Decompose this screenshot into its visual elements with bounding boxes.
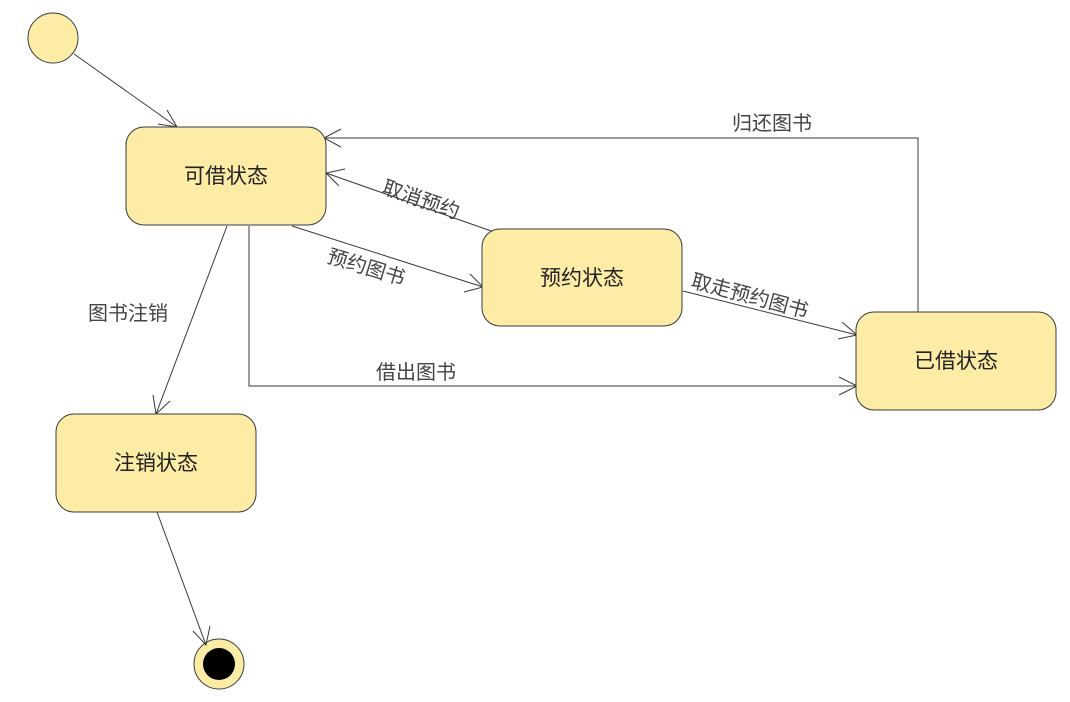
transition-initial-to-available <box>73 53 178 128</box>
state-reserved: 预约状态 <box>481 228 683 327</box>
transition-cancelled-to-final <box>156 511 211 647</box>
initial-state <box>27 12 79 64</box>
state-label-borrowed: 已借状态 <box>914 349 998 373</box>
transition-label-deregister-book: 图书注销 <box>88 301 168 325</box>
transition-label-cancel-reservation: 取消预约 <box>379 175 462 224</box>
state-available: 可借状态 <box>125 126 327 226</box>
state-borrowed: 已借状态 <box>855 311 1057 411</box>
transition-label-reserve-book: 预约图书 <box>325 244 409 290</box>
transition-label-return-book: 归还图书 <box>732 111 812 135</box>
transition-label-borrow-book: 借出图书 <box>376 360 456 384</box>
state-cancelled: 注销状态 <box>55 413 257 513</box>
transition-label-pickup-reserved-book: 取走预约图书 <box>689 269 811 323</box>
final-state <box>193 638 245 690</box>
state-label-reserved: 预约状态 <box>540 266 624 290</box>
state-label-cancelled: 注销状态 <box>114 451 198 475</box>
state-label-available: 可借状态 <box>184 164 268 188</box>
